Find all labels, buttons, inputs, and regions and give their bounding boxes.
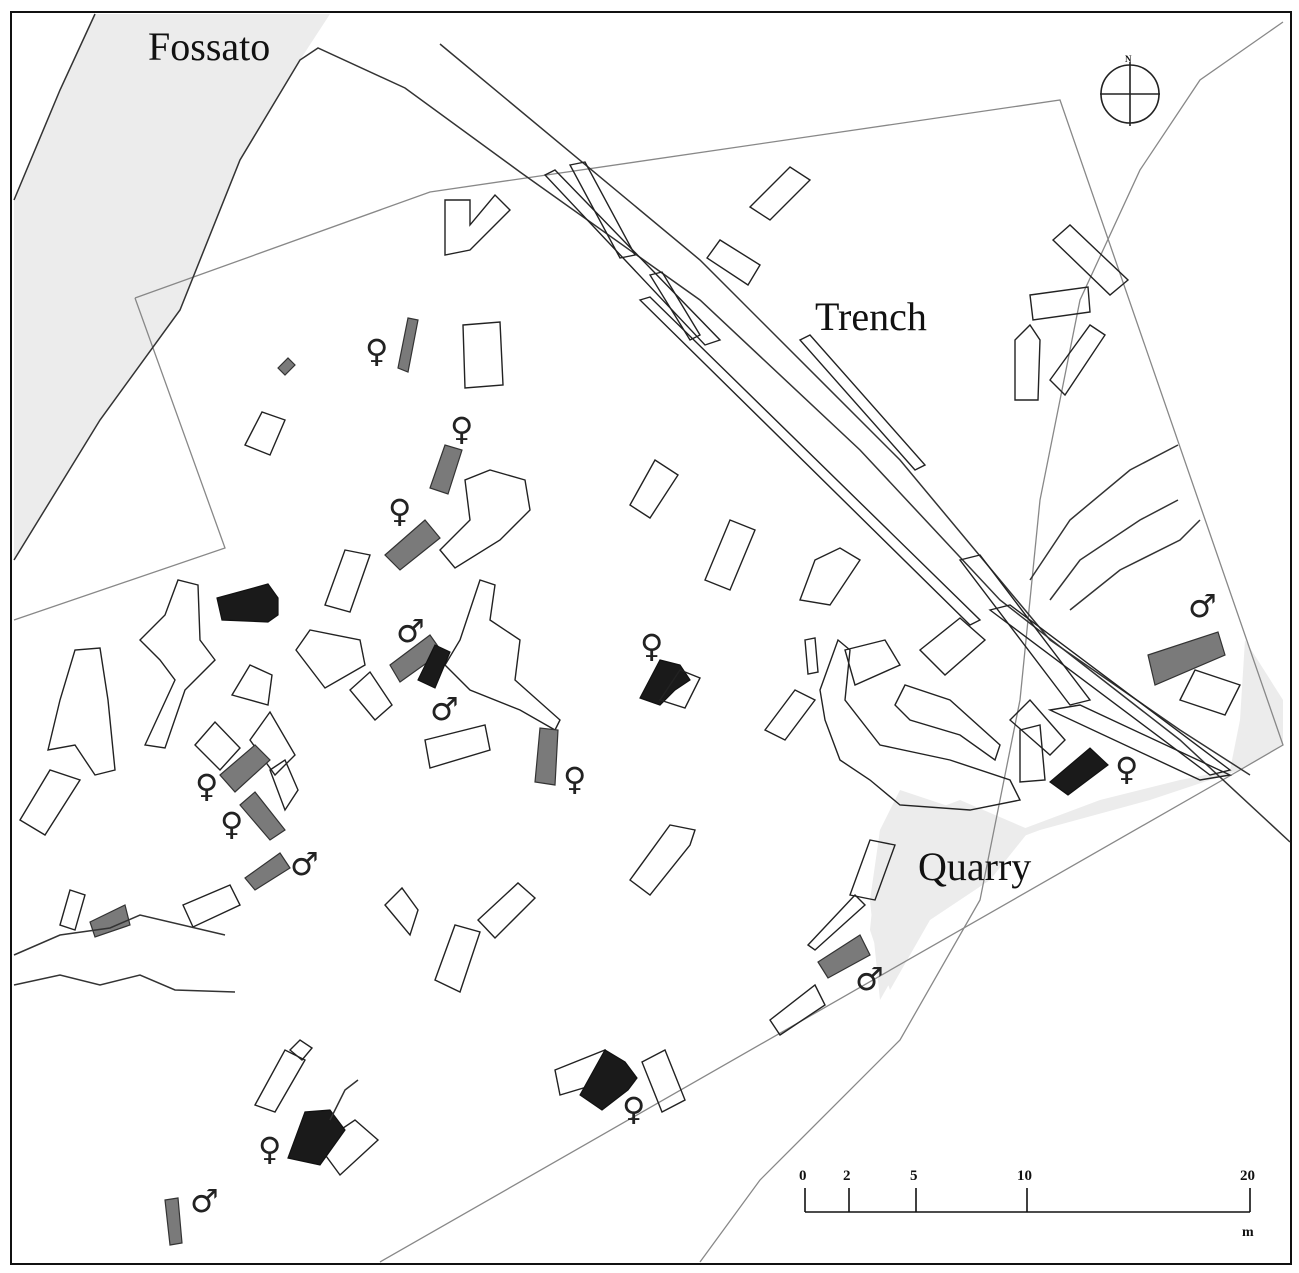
scale-tick-label: 5 (910, 1168, 918, 1184)
fossato-area (14, 14, 330, 560)
female-symbol: ♀ (195, 767, 218, 805)
site-boundary-3 (699, 21, 1284, 1263)
boundary-dark-1 (13, 13, 96, 201)
trench-label: Trench (815, 294, 927, 339)
male-symbol: ♂ (430, 690, 459, 728)
quarry-area (870, 640, 1283, 1000)
path-line-6 (1069, 519, 1201, 611)
north-arrow-icon: N (1100, 54, 1160, 126)
boundary-dark-2 (13, 47, 1291, 843)
scale-tick-label: 0 (799, 1168, 807, 1184)
male-symbol: ♂ (290, 845, 319, 883)
female-symbol: ♀ (622, 1090, 645, 1128)
path-line-1 (13, 914, 226, 956)
graves-black (216, 583, 1109, 1166)
scale-tick-label: 20 (1240, 1168, 1255, 1184)
north-label: N (1125, 54, 1132, 64)
female-symbol: ♀ (450, 410, 473, 448)
path-line-5 (1029, 444, 1179, 581)
female-symbol: ♀ (365, 332, 388, 370)
scale-unit-label: m (1242, 1225, 1254, 1240)
graves-outline (19, 166, 1241, 1177)
fossato-label: Fossato (148, 24, 270, 69)
female-symbol: ♀ (388, 492, 411, 530)
scale-bar: 0 2 5 10 20 m (799, 1168, 1255, 1240)
male-symbol: ♂ (396, 612, 425, 650)
graves-grey (89, 317, 1226, 1246)
scale-tick-label: 10 (1017, 1168, 1032, 1184)
quarry-label: Quarry (918, 844, 1031, 889)
boundary-dark-3 (439, 43, 1251, 776)
female-symbol: ♀ (258, 1130, 281, 1168)
path-line-3 (329, 1079, 359, 1121)
site-boundary-2 (13, 297, 226, 621)
female-symbol: ♀ (1115, 750, 1138, 788)
male-symbol: ♂ (1188, 587, 1217, 625)
female-symbol: ♀ (563, 760, 586, 798)
sex-symbols: ♀ ♀ ♀ ♂ ♂ ♀ ♀ ♀ ♀ ♂ ♂ ♀ ♂ ♀ ♀ ♂ (190, 332, 1217, 1220)
female-symbol: ♀ (220, 805, 243, 843)
female-symbol: ♀ (640, 627, 663, 665)
male-symbol: ♂ (855, 960, 884, 998)
map-frame (10, 11, 1292, 1265)
trench-strips (543, 161, 1233, 781)
scale-tick-label: 2 (843, 1168, 851, 1184)
male-symbol: ♂ (190, 1182, 219, 1220)
path-line-4 (1049, 499, 1179, 601)
path-line-2 (13, 974, 236, 993)
site-boundary-1 (134, 99, 1284, 1263)
